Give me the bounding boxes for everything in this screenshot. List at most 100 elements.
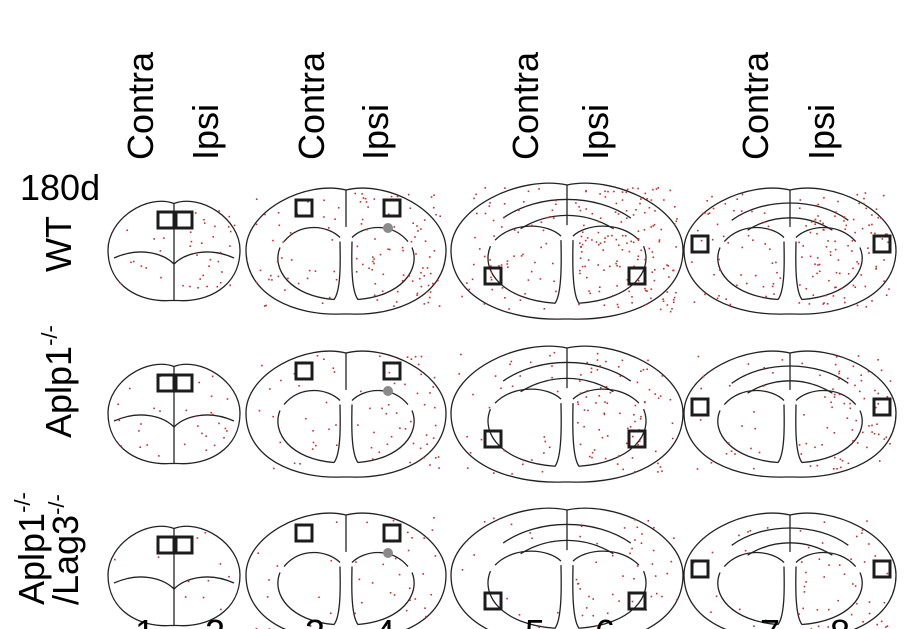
labeled-cell-dot <box>860 374 862 376</box>
labeled-cell-dot <box>552 262 554 265</box>
labeled-cell-dot <box>621 249 624 251</box>
brain-section-aplp1-lag3-4 <box>683 512 897 629</box>
labeled-cell-dot <box>585 190 587 193</box>
labeled-cell-dot <box>429 392 431 394</box>
labeled-cell-dot <box>805 225 807 227</box>
labeled-cell-dot <box>545 242 548 245</box>
section-corpus-callosum <box>283 552 409 567</box>
labeled-cell-dot <box>810 221 813 223</box>
labeled-cell-dot <box>601 436 604 439</box>
labeled-cell-dot <box>815 204 818 207</box>
labeled-cell-dot <box>596 352 599 355</box>
labeled-cell-dot <box>598 429 600 431</box>
labeled-cell-dot <box>272 415 274 418</box>
timepoint-label: 180d <box>20 167 100 208</box>
brain-section-aplp1-4 <box>683 350 897 478</box>
labeled-cell-dot <box>371 268 373 271</box>
labeled-cell-dot <box>420 373 422 376</box>
labeled-cell-dot <box>619 412 621 415</box>
labeled-cell-dot <box>762 385 765 387</box>
labeled-cell-dot <box>323 199 325 202</box>
labeled-cell-dot <box>367 206 369 208</box>
labeled-cell-dot <box>654 575 657 577</box>
section-subcortical-contour <box>277 404 415 464</box>
roi-square-contra <box>690 397 710 417</box>
labeled-cell-dot <box>616 285 618 287</box>
section-outer-contour <box>450 345 684 483</box>
labeled-cell-dot <box>438 467 440 469</box>
labeled-cell-dot <box>875 406 877 409</box>
labeled-cell-dot <box>713 273 715 276</box>
labeled-cell-dot <box>832 295 835 297</box>
labeled-cell-dot <box>653 223 656 226</box>
roi-square-ipsi <box>174 373 194 393</box>
labeled-cell-dot <box>584 239 587 242</box>
roi-square-contra <box>294 361 314 381</box>
labeled-cell-dot <box>654 210 656 212</box>
labeled-cell-dot <box>817 257 819 259</box>
labeled-cell-dot <box>747 234 750 237</box>
labeled-cell-dot <box>531 537 533 540</box>
labeled-cell-dot <box>666 304 669 306</box>
labeled-cell-dot <box>433 250 436 252</box>
labeled-cell-dot <box>644 303 647 306</box>
labeled-cell-dot <box>875 268 877 270</box>
labeled-cell-dot <box>492 219 495 222</box>
labeled-cell-dot <box>816 609 819 611</box>
labeled-cell-dot <box>821 444 823 446</box>
labeled-cell-dot <box>874 389 876 392</box>
labeled-cell-dot <box>808 303 811 305</box>
labeled-cell-dot <box>736 198 738 200</box>
labeled-cell-dot <box>697 355 700 358</box>
labeled-cell-dot <box>494 375 497 377</box>
roi-square-ipsi <box>872 559 892 579</box>
labeled-cell-dot <box>357 424 359 426</box>
labeled-cell-dot <box>651 563 654 565</box>
labeled-cell-dot <box>651 251 654 253</box>
labeled-cell-dot <box>355 561 357 563</box>
labeled-cell-dot <box>604 190 606 193</box>
labeled-cell-dot <box>637 230 640 232</box>
row-label-aplp1-lag3-line2: /Lag3-/- <box>44 494 86 605</box>
labeled-cell-dot <box>335 521 338 523</box>
labeled-cell-dot <box>503 449 506 452</box>
labeled-cell-dot <box>637 238 640 240</box>
labeled-cell-dot <box>372 256 374 258</box>
labeled-cell-dot <box>847 377 849 380</box>
labeled-cell-dot <box>886 233 888 235</box>
labeled-cell-dot <box>490 265 492 267</box>
section-corpus-callosum <box>283 390 409 405</box>
labeled-cell-dot <box>672 269 675 272</box>
labeled-cell-dot <box>429 291 432 293</box>
labeled-cell-dot <box>184 596 187 598</box>
labeled-cell-dot <box>634 539 636 541</box>
labeled-cell-dot <box>372 458 374 460</box>
labeled-cell-dot <box>631 302 633 304</box>
labeled-cell-dot <box>660 228 663 231</box>
labeled-cell-dot <box>807 546 810 549</box>
labeled-cell-dot <box>865 207 867 210</box>
labeled-cell-dot <box>354 612 356 615</box>
labeled-cell-dot <box>663 267 665 270</box>
header-ipsi-3: Ipsi <box>575 104 616 160</box>
labeled-cell-dot <box>527 279 530 281</box>
labeled-cell-dot <box>823 197 825 199</box>
labeled-cell-dot <box>834 240 836 243</box>
labeled-cell-dot <box>433 194 435 196</box>
labeled-cell-dot <box>802 245 804 247</box>
labeled-cell-dot <box>312 441 315 444</box>
labeled-cell-dot <box>257 552 259 554</box>
roi-square-ipsi <box>872 234 892 254</box>
section-number-2: 2 <box>205 612 225 629</box>
labeled-cell-dot <box>697 229 699 232</box>
brain-section-wt-2 <box>245 187 447 315</box>
labeled-cell-dot <box>129 387 131 390</box>
labeled-cell-dot <box>185 409 188 412</box>
labeled-cell-dot <box>623 527 626 529</box>
labeled-cell-dot <box>584 265 586 268</box>
labeled-cell-dot <box>219 251 222 254</box>
labeled-cell-dot <box>881 238 884 240</box>
labeled-cell-dot <box>844 228 847 230</box>
labeled-cell-dot <box>856 261 858 263</box>
labeled-cell-dot <box>599 242 602 244</box>
